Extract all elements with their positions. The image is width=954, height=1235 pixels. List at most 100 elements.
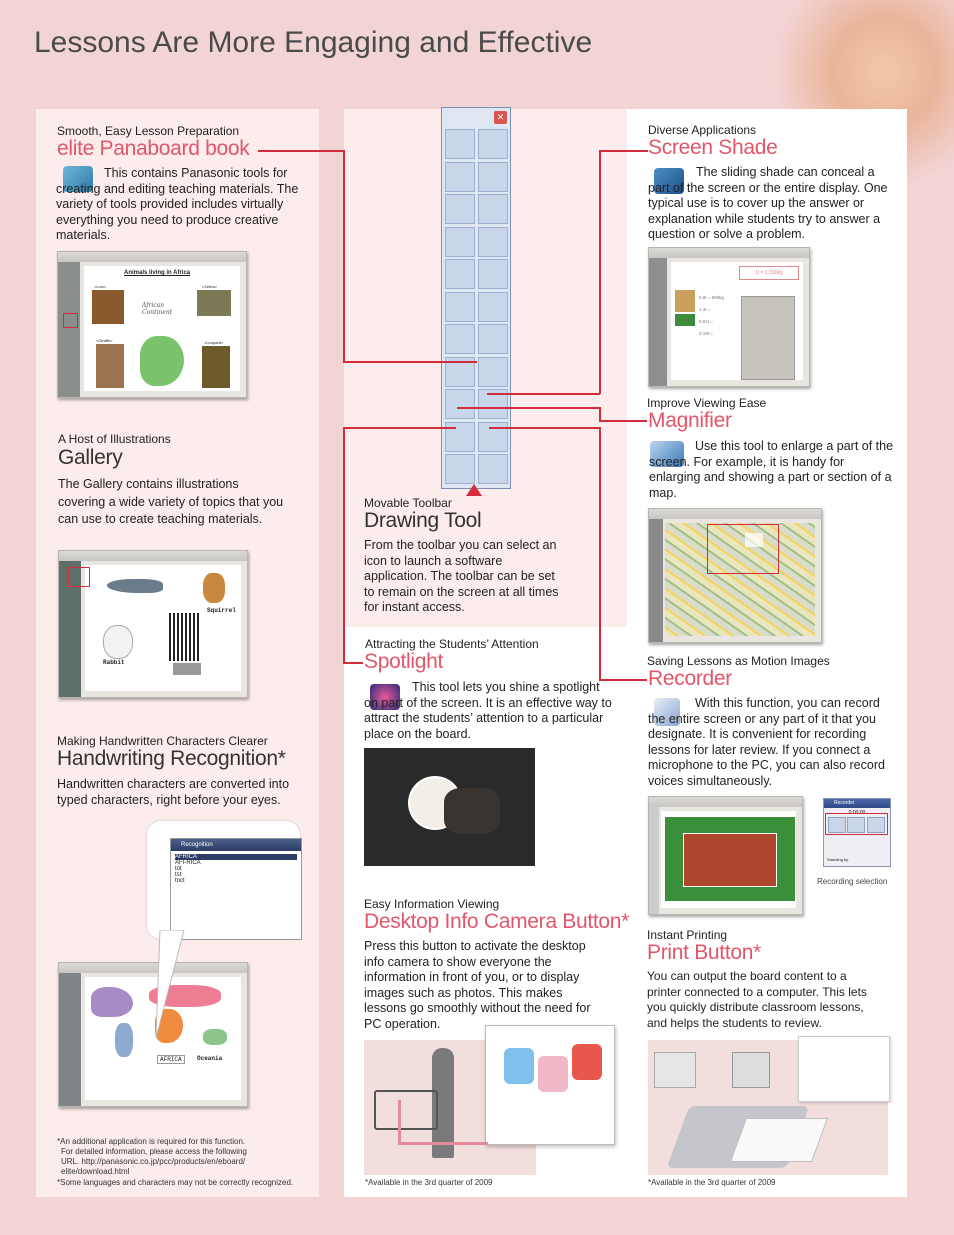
footnote-right: *Available in the 3rd quarter of 2009 [648,1178,776,1187]
recorder-icon[interactable] [478,356,508,387]
recorder-dialog-title: Recorder [824,799,890,808]
connector-magnifier-h1 [457,407,600,409]
drawing-toolbar[interactable]: ✕ [441,107,511,489]
book-heading: elite Panaboard book [57,137,250,160]
connector-spotlight-v [343,427,345,663]
spotlight-text: This tool lets you shine a spotlight on … [364,680,612,741]
rabbit-label: Rabbit [103,659,125,666]
record-area-button[interactable] [828,817,846,833]
board-screen [798,1036,890,1102]
tools-icon[interactable] [445,291,475,322]
map-label [745,533,763,547]
switch-icon[interactable] [445,454,475,484]
handwriting-screenshot: AFRICA Oceania [58,962,248,1107]
print-heading: Print Button* [647,941,761,964]
undo-icon[interactable] [445,226,475,257]
spotlight-heading: Spotlight [364,650,444,673]
redo-icon[interactable] [478,226,508,257]
connector-recorder-h2 [599,679,647,681]
recognition-title: Recognition [171,839,301,851]
recognition-item[interactable]: AFI-RICA [175,860,201,866]
zebra-photo [197,290,231,316]
shade-text: The sliding shade can conceal a part of … [648,165,888,242]
recognition-item[interactable]: tot [175,866,182,872]
recognition-item[interactable]: tst [175,872,182,878]
gallery-heading: Gallery [58,446,123,469]
recorder-icon [654,698,680,726]
recording-selection-box [825,813,888,835]
recognition-item[interactable]: AFRICA [175,854,297,860]
pen-green-icon[interactable] [478,194,508,224]
connector-line-camera-h [398,1142,488,1145]
sliding-shade[interactable] [741,296,795,380]
pen-red-icon[interactable] [478,161,508,192]
shade-kicker: Diverse Applications [648,123,757,137]
spotlight-kicker: Attracting the Students’ Attention [365,637,539,651]
whale-illustration [107,579,163,593]
weight-row: 0.19t = [699,331,713,336]
laptop-device [732,1052,770,1088]
oceania-label: Oceania [197,1055,223,1062]
printed-page [729,1118,829,1162]
connector-magnifier-h2 [599,420,647,422]
collapse-icon[interactable] [478,454,508,484]
powerpoint-icon[interactable] [478,324,508,354]
connector-line-camera [398,1100,401,1144]
camera-text: Press this button to activate the deskto… [364,939,591,1031]
recorder-dialog[interactable]: Recorder 0:00:00 Standing by. [823,798,891,867]
toolbar-close-button[interactable]: ✕ [494,111,507,124]
record-full-button[interactable] [867,817,885,833]
leopard-photo [202,346,230,388]
footnote-left-1: *An additional application is required f… [57,1137,246,1146]
recorder-text: With this function, you can record the e… [648,696,885,788]
recognition-item[interactable]: tnct [175,878,185,884]
north-america-map [91,987,133,1017]
print-text: You can output the board content to a pr… [647,969,867,1030]
printer-device [654,1052,696,1088]
eraser-icon[interactable] [478,129,508,159]
oceania-map [203,1029,227,1045]
recorder-screenshot [648,796,803,915]
book-shot-title: Animals living in Africa [124,270,191,276]
screen-capture-icon[interactable] [445,259,475,289]
south-america-map [115,1023,133,1057]
blank-page-icon[interactable] [478,291,508,322]
gallery-highlight-box [68,567,90,587]
spotlight-icon[interactable] [445,421,475,452]
camera-icon[interactable] [445,324,475,354]
pen-black-icon[interactable] [445,161,475,192]
book-icon [63,166,93,192]
toolbar-pointer-arrow [466,484,482,496]
giraffe-label: <Giraffe> [96,338,113,343]
shade-icon[interactable] [445,389,475,419]
number-three-block [572,1044,602,1080]
weight-row: 1.4t = [699,307,711,312]
weight-row: 0.9t = 900kg [699,295,724,300]
pointer-icon[interactable] [445,129,475,159]
magnifier-screenshot [648,508,822,643]
connector-spotlight-h2 [343,662,363,664]
gallery-kicker: A Host of Illustrations [58,432,171,446]
handwriting-text: Handwritten characters are converted int… [57,777,290,807]
drawing-kicker: Movable Toolbar [364,496,452,510]
connector-magnifier-v [599,407,601,421]
record-window-button[interactable] [847,817,865,833]
callout-pointer [155,930,185,1039]
lion-label: <Lion> [94,284,107,289]
connector-book-h2 [343,361,477,363]
leopard-label: <Leopard> [204,340,224,345]
magnifier-text: Use this tool to enlarge a part of the s… [649,439,894,500]
whiteboard-icon[interactable] [478,259,508,289]
label-box [173,663,201,675]
book-screenshot: Animals living in Africa <Lion> <Zebra> … [57,251,247,398]
pen-blue-icon[interactable] [445,194,475,224]
connector-shade-h1 [600,150,648,152]
page-title: Lessons Are More Engaging and Effective [34,26,593,59]
gallery-icon[interactable] [478,421,508,452]
handwriting-heading: Handwriting Recognition* [57,747,286,770]
magnifier-icon [650,441,684,467]
